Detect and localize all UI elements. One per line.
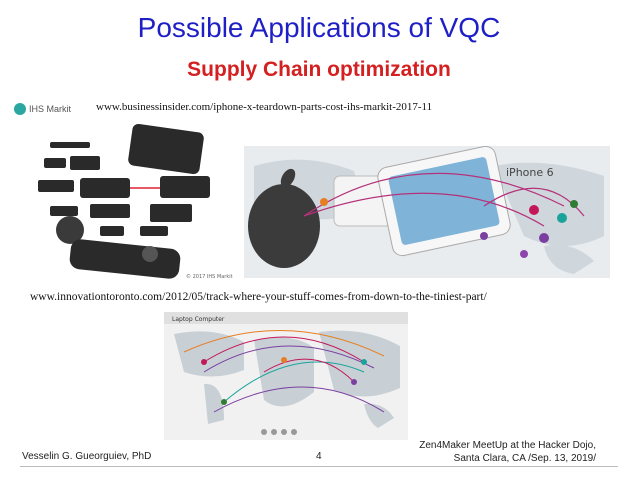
iphone6-supply-map-image: iPhone 6 — [244, 146, 610, 278]
footer-divider — [20, 466, 618, 467]
footer-event-line2: Santa Clara, CA /Sep. 13, 2019/ — [453, 453, 596, 464]
ihs-markit-logo: IHS Markit — [14, 103, 71, 115]
ihs-logo-icon — [14, 103, 26, 115]
source-url-top[interactable]: www.businessinsider.com/iphone-x-teardow… — [96, 101, 433, 113]
laptop-supply-map-image: Laptop Computer — [164, 312, 408, 440]
footer-event: Zen4Maker MeetUp at the Hacker Dojo, San… — [419, 439, 596, 465]
slide-subtitle: Supply Chain optimization — [187, 58, 451, 81]
source-url-bottom[interactable]: www.innovationtoronto.com/2012/05/track-… — [30, 291, 487, 303]
footer-page-number: 4 — [316, 451, 322, 462]
iphone-teardown-image: © 2017 IHS Markit — [30, 122, 238, 280]
laptop-label: Laptop Computer — [172, 316, 225, 323]
footer-author: Vesselin G. Gueorguiev, PhD — [22, 451, 152, 462]
footer-event-line1: Zen4Maker MeetUp at the Hacker Dojo, — [419, 440, 596, 451]
slide-title: Possible Applications of VQC — [137, 12, 501, 43]
logo-text: IHS Markit — [29, 104, 72, 114]
teardown-caption: © 2017 IHS Markit — [186, 273, 233, 280]
iphone6-label: iPhone 6 — [506, 166, 554, 179]
